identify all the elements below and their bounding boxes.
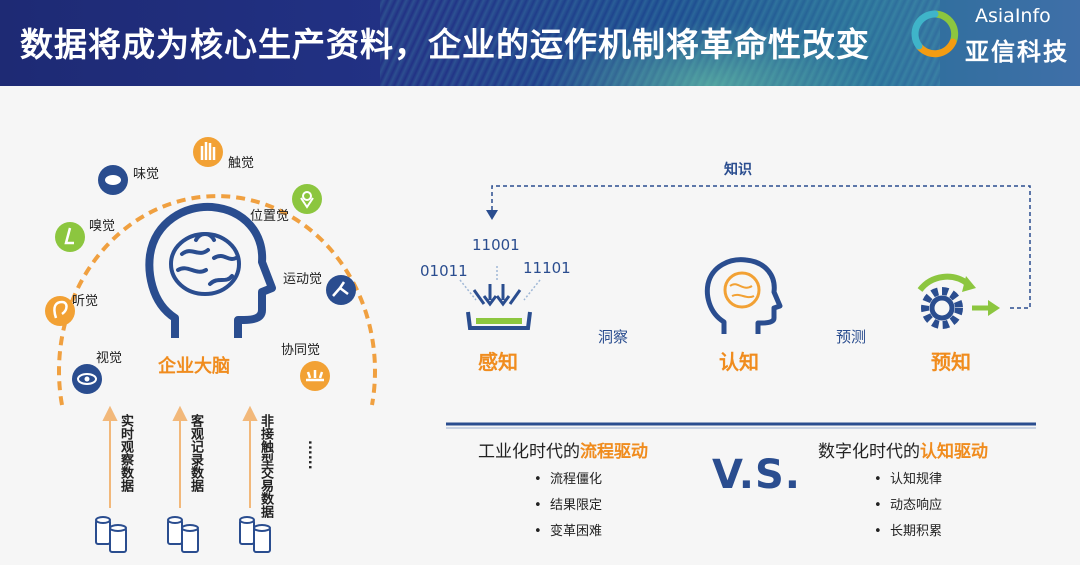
industrial-heading-prefix: 工业化时代的 bbox=[478, 442, 580, 462]
sense-label-smell: 嗅觉 bbox=[89, 219, 116, 234]
brain-label: 企业大脑 bbox=[158, 356, 230, 377]
asiainfo-logo-icon bbox=[911, 10, 959, 58]
digital-heading-prefix: 数字化时代的 bbox=[818, 442, 920, 462]
coordination-icon bbox=[300, 361, 330, 391]
digital-item-1: • 认知规律 bbox=[874, 472, 942, 487]
arrow-label-forecast: 预测 bbox=[836, 328, 867, 346]
stage-cognition: 认知 bbox=[719, 350, 759, 374]
data-source-objective: 客观记录数据 bbox=[188, 414, 203, 492]
industrial-item-2: • 结果限定 bbox=[534, 498, 602, 513]
vision-icon bbox=[72, 364, 102, 394]
binary-top: 11001 bbox=[472, 236, 520, 254]
perception-icon bbox=[459, 266, 541, 330]
binary-right: 11101 bbox=[523, 259, 571, 277]
asiainfo-logo: AsiaInfo 亚信科技 bbox=[893, 0, 1080, 86]
logo-text-en: AsiaInfo bbox=[975, 5, 1051, 27]
digital-item-2: • 动态响应 bbox=[874, 498, 942, 513]
data-source-ellipsis: ...... bbox=[305, 440, 320, 470]
sense-label-hearing: 听觉 bbox=[72, 294, 99, 309]
head-icon bbox=[145, 202, 276, 338]
industrial-item-3: • 变革困难 bbox=[534, 524, 602, 539]
data-source-contactless: 非接触型交易数据 bbox=[258, 414, 273, 518]
sense-label-motion: 运动觉 bbox=[283, 272, 323, 287]
vs-label: V.S. bbox=[712, 452, 801, 498]
database-icon-1 bbox=[95, 516, 127, 553]
digital-item-3: • 长期积累 bbox=[874, 524, 942, 539]
database-icon-2 bbox=[167, 516, 199, 553]
header-glow bbox=[540, 20, 880, 86]
industrial-item-1: • 流程僵化 bbox=[534, 472, 602, 487]
cognition-icon bbox=[704, 257, 783, 334]
prediction-icon bbox=[917, 273, 1000, 329]
industrial-heading-highlight: 流程驱动 bbox=[580, 442, 648, 462]
binary-left: 01011 bbox=[420, 262, 468, 280]
database-icon-3 bbox=[239, 516, 271, 553]
logo-text-cn: 亚信科技 bbox=[965, 38, 1069, 66]
knowledge-label: 知识 bbox=[724, 162, 752, 178]
sense-label-coordination: 协同觉 bbox=[281, 343, 321, 358]
hearing-icon bbox=[45, 296, 75, 326]
taste-icon bbox=[98, 165, 128, 195]
brain-icon bbox=[169, 232, 241, 296]
smell-icon bbox=[55, 222, 85, 252]
sense-label-location: 位置觉 bbox=[250, 209, 290, 224]
knowledge-feedback-line bbox=[491, 185, 1031, 309]
location-icon bbox=[292, 184, 322, 214]
page-title: 数据将成为核心生产资料，企业的运作机制将革命性改变 bbox=[20, 25, 870, 64]
data-source-realtime: 实时观察数据 bbox=[118, 414, 133, 492]
sense-label-taste: 味觉 bbox=[133, 167, 160, 182]
flow-diagram bbox=[446, 185, 1036, 429]
arrow-label-insight: 洞察 bbox=[598, 328, 629, 346]
header-bar: 数据将成为核心生产资料，企业的运作机制将革命性改变 AsiaInfo 亚信科技 bbox=[0, 0, 1080, 86]
industrial-heading: 工业化时代的流程驱动 bbox=[478, 437, 648, 462]
digital-heading-highlight: 认知驱动 bbox=[920, 442, 988, 462]
stage-prediction: 预知 bbox=[931, 350, 971, 374]
stage-perception: 感知 bbox=[478, 350, 518, 374]
sense-label-touch: 触觉 bbox=[228, 156, 255, 171]
digital-heading: 数字化时代的认知驱动 bbox=[818, 437, 988, 462]
sense-label-vision: 视觉 bbox=[96, 351, 123, 366]
motion-icon bbox=[326, 275, 356, 305]
brain-diagram bbox=[45, 137, 377, 553]
touch-icon bbox=[193, 137, 223, 167]
